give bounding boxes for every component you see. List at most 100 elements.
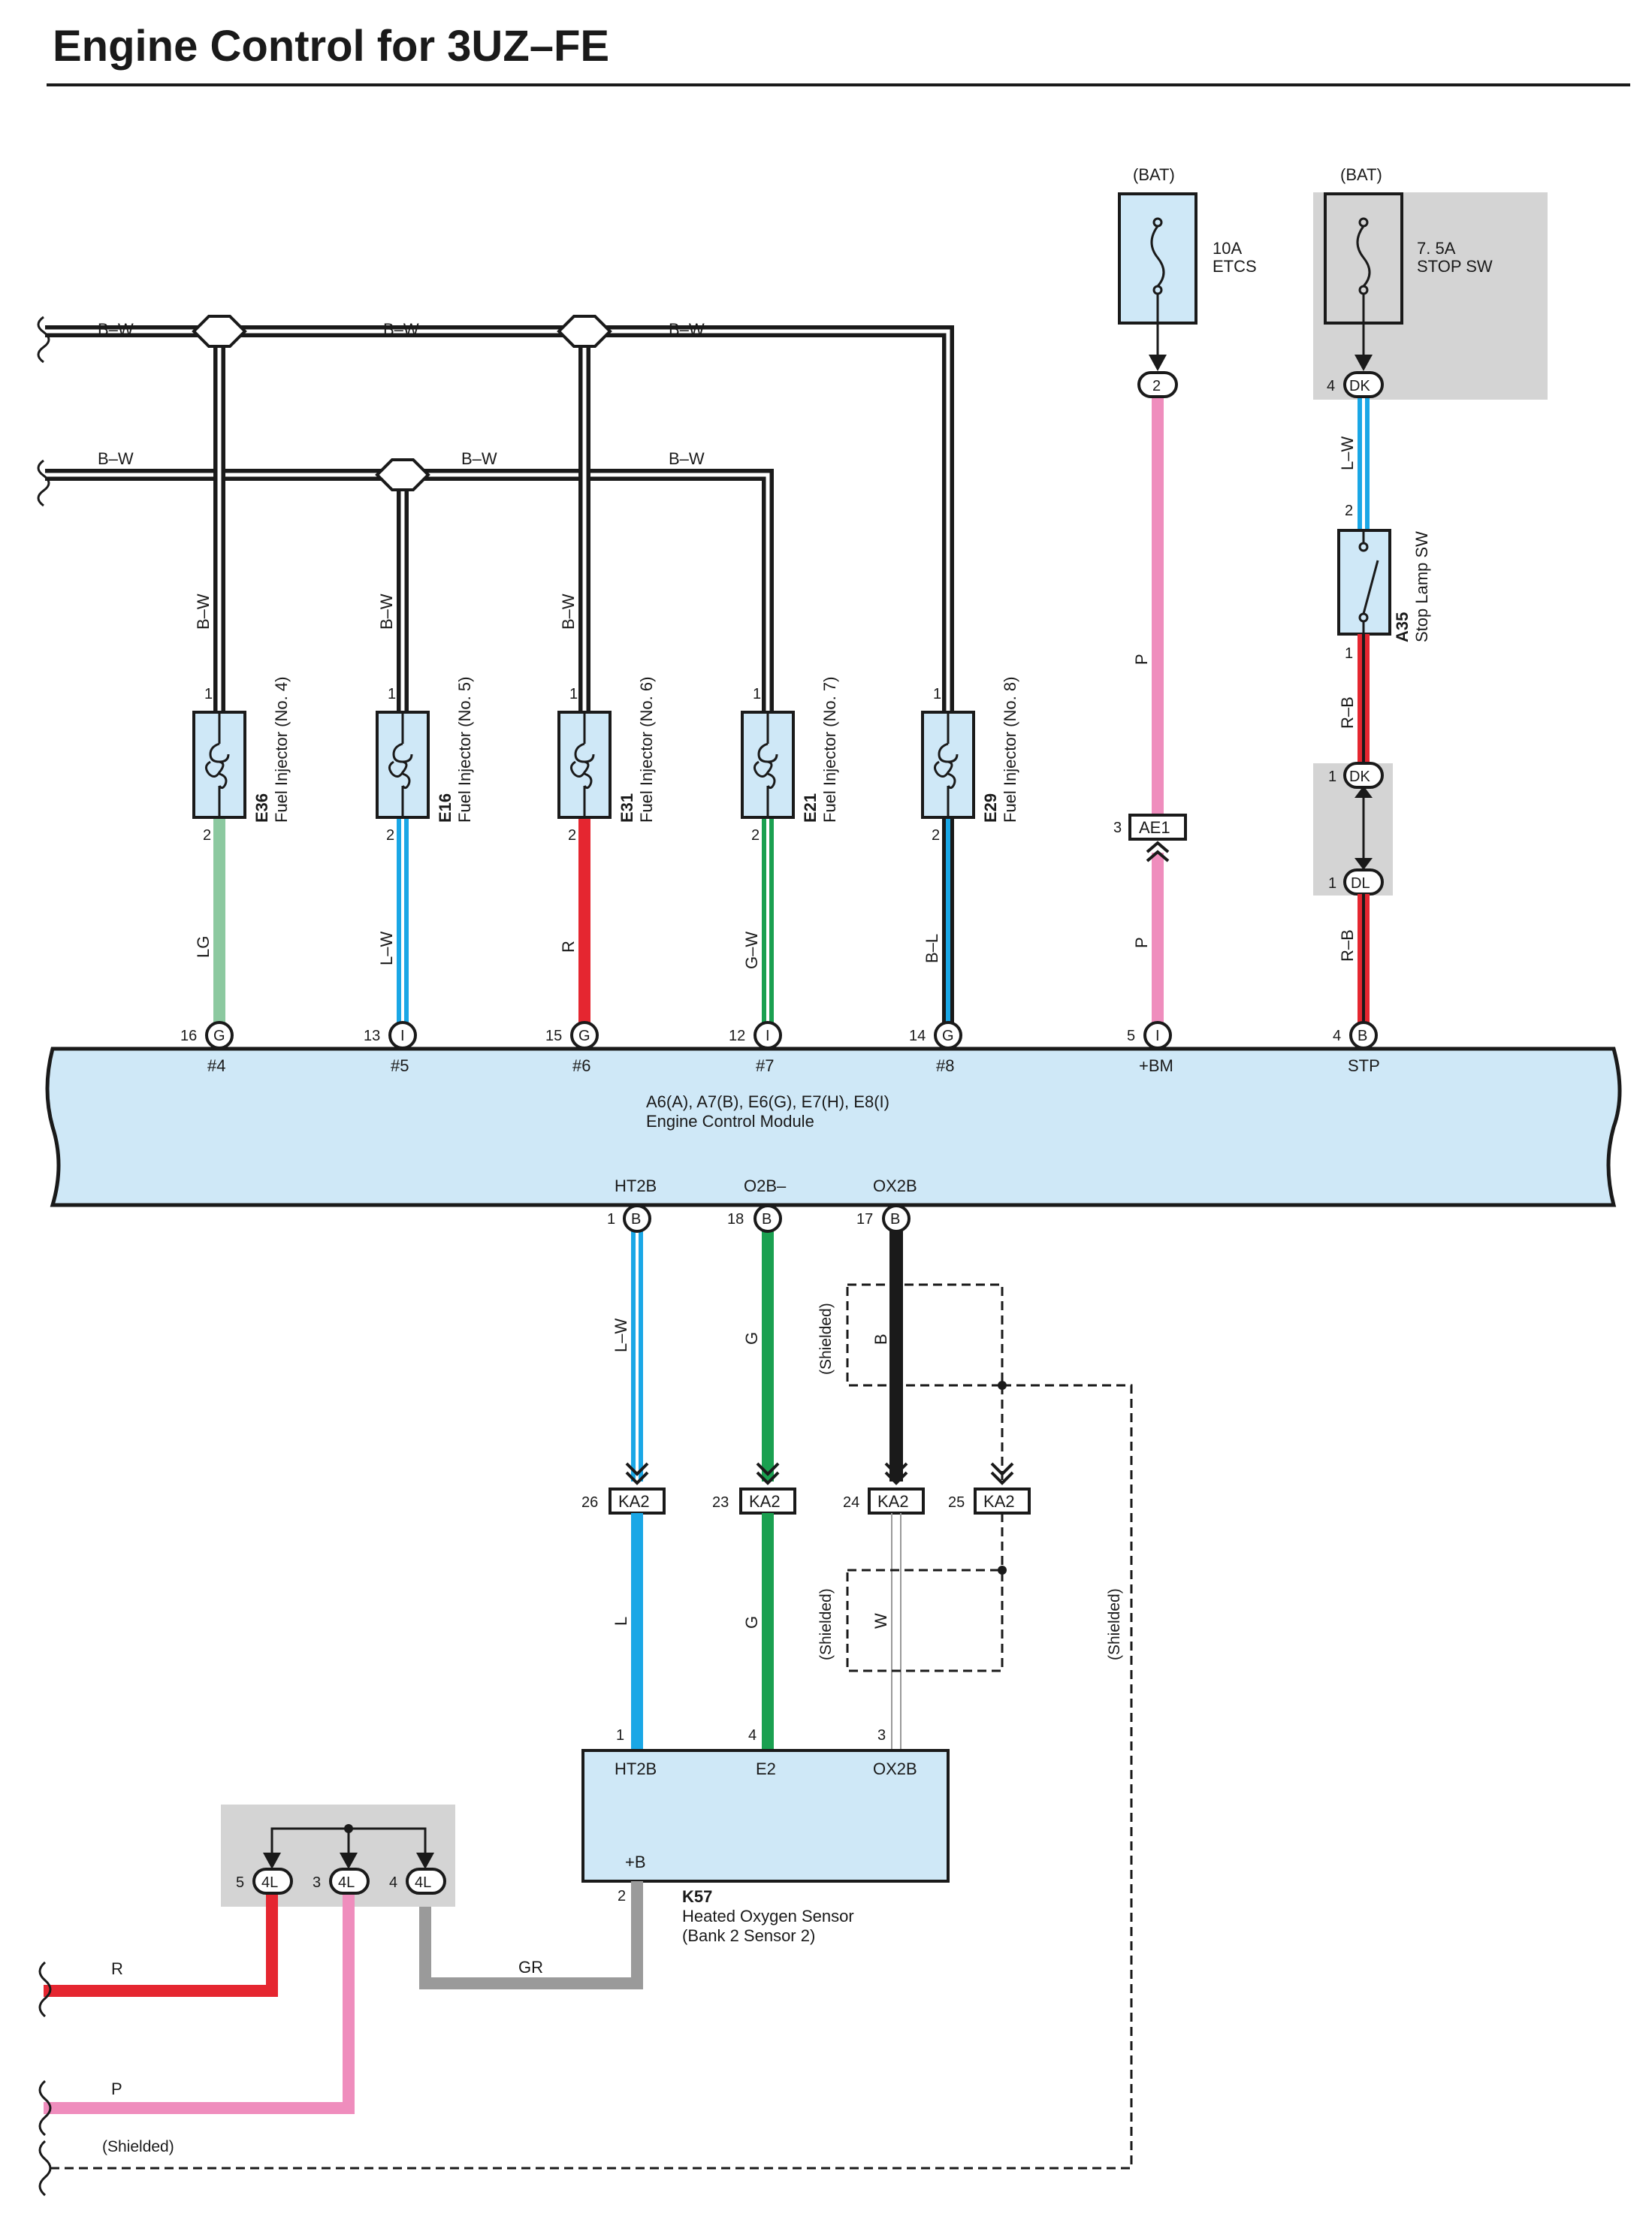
pin-number: 5: [236, 1874, 244, 1891]
splice-point-1: [192, 315, 247, 348]
shielded-label: (Shielded): [102, 2138, 174, 2155]
junction-dot: [998, 1566, 1007, 1575]
switch-name: Stop Lamp SW: [1412, 531, 1431, 642]
connector-ka2: [974, 1488, 1031, 1515]
wire-label: R–B: [1338, 929, 1357, 962]
pin-number: 1: [933, 686, 941, 702]
heated-oxygen-sensor-k57: [581, 1749, 950, 1883]
sensor-id: K57: [682, 1887, 712, 1906]
wire-w: [891, 1513, 902, 1750]
double-chevron-icon: [990, 1462, 1014, 1485]
fuse-name: STOP SW: [1417, 257, 1493, 276]
pin-number: 17: [856, 1211, 873, 1228]
pin-number: 16: [180, 1028, 197, 1044]
bus-label: B–W: [461, 449, 497, 468]
connector-dk: [1343, 762, 1384, 789]
ecm-terminal: #8: [936, 1056, 954, 1075]
ecm-terminal: #6: [572, 1056, 590, 1075]
pin-conn: B: [631, 1211, 641, 1228]
pin-number: 13: [364, 1028, 380, 1044]
pin-conn: B: [762, 1211, 772, 1228]
wire-label: W: [871, 1613, 890, 1629]
pin-number: 2: [386, 827, 394, 844]
wire-label: B–L: [923, 934, 941, 963]
pin-number: 1: [388, 686, 396, 702]
connector-label: 4L: [338, 1874, 355, 1891]
ecm-terminal: HT2B: [615, 1176, 657, 1195]
double-chevron-icon: [884, 1462, 908, 1485]
ecm-pin-8: [934, 1021, 962, 1050]
ecm-terminal: OX2B: [873, 1176, 917, 1195]
sensor-terminal: +B: [625, 1853, 646, 1871]
injector-id: E21: [801, 793, 820, 823]
pin-number: 15: [545, 1028, 562, 1044]
connector-label: KA2: [983, 1492, 1015, 1511]
wire-label: LG: [194, 936, 213, 958]
pin-conn: G: [213, 1028, 225, 1044]
arrow-down-icon: [1355, 355, 1373, 371]
double-chevron-icon: [1146, 841, 1170, 862]
ecm-pin-6: [570, 1021, 599, 1050]
pin-number: 4: [1333, 1028, 1341, 1044]
stop-lamp-switch: [1337, 529, 1391, 636]
ecm-connectors: A6(A), A7(B), E6(G), E7(H), E8(I): [646, 1092, 889, 1111]
engine-control-module: [45, 1047, 1622, 1207]
arrow-down-icon: [263, 1853, 281, 1869]
fuse-etcs: [1118, 192, 1197, 325]
pin-conn: I: [400, 1028, 405, 1044]
junction-connector-ae1: [1128, 814, 1187, 841]
pin-number: 2: [618, 1888, 626, 1904]
fuel-injector-e36: [192, 711, 246, 819]
pin-number: 4: [748, 1727, 757, 1744]
splice-point-3: [375, 458, 430, 491]
sensor-name: Heated Oxygen Sensor: [682, 1907, 854, 1926]
bw-bus-upper: [45, 325, 954, 714]
junction-dot: [998, 1381, 1007, 1390]
pin-number: 2: [751, 827, 760, 844]
pin-conn: I: [1155, 1028, 1160, 1044]
shield-box-lower: [846, 1569, 1004, 1672]
pin-number: 1: [204, 686, 213, 702]
injector-name: Fuel Injector (No. 8): [1001, 677, 1019, 823]
connector-label: 4L: [261, 1874, 278, 1891]
ecm-pin-o2b: [754, 1204, 782, 1233]
shielded-label: (Shielded): [1106, 1588, 1123, 1660]
injector-id: E31: [618, 793, 636, 823]
arrow-down-icon: [416, 1853, 434, 1869]
pin-number: 23: [712, 1494, 729, 1511]
wire-p-bottom: [44, 1890, 355, 2114]
shielded-label: (Shielded): [817, 1588, 835, 1660]
pin-number: 4: [389, 1874, 397, 1891]
ecm-terminal: STP: [1348, 1056, 1380, 1075]
pin-number: 14: [909, 1028, 926, 1044]
injector-name: Fuel Injector (No. 7): [820, 677, 839, 823]
pin-number: 1: [607, 1211, 615, 1228]
connector-pin: [1137, 371, 1178, 398]
wire-r-bottom: [44, 1890, 278, 1997]
bus-label: B–W: [98, 320, 134, 339]
wire-label: B–W: [194, 594, 213, 630]
ecm-terminal: #5: [391, 1056, 409, 1075]
switch-id: A35: [1393, 612, 1412, 642]
ecm-terminal: O2B–: [744, 1176, 787, 1195]
pin-number: 3: [1113, 820, 1122, 836]
connector-4l: [329, 1868, 370, 1895]
sensor-terminal: HT2B: [615, 1759, 657, 1778]
pin-conn: B: [890, 1211, 900, 1228]
pin-number: 2: [1152, 378, 1161, 394]
ecm-pin-ht2b: [623, 1204, 651, 1233]
pin-number: 3: [877, 1727, 886, 1744]
sensor-terminal: E2: [756, 1759, 776, 1778]
pin-number: 1: [569, 686, 578, 702]
ecm-name: Engine Control Module: [646, 1112, 814, 1131]
connector-label: KA2: [618, 1492, 650, 1511]
connector-dk: [1343, 371, 1384, 398]
connector-label: KA2: [749, 1492, 781, 1511]
pin-number: 24: [843, 1494, 859, 1511]
wire-label: P: [111, 2080, 122, 2098]
wire-label: L–W: [1338, 436, 1357, 470]
wire-label: G: [742, 1332, 761, 1345]
bw-bus-lower: [45, 469, 774, 714]
wire-label: L–W: [612, 1318, 630, 1352]
